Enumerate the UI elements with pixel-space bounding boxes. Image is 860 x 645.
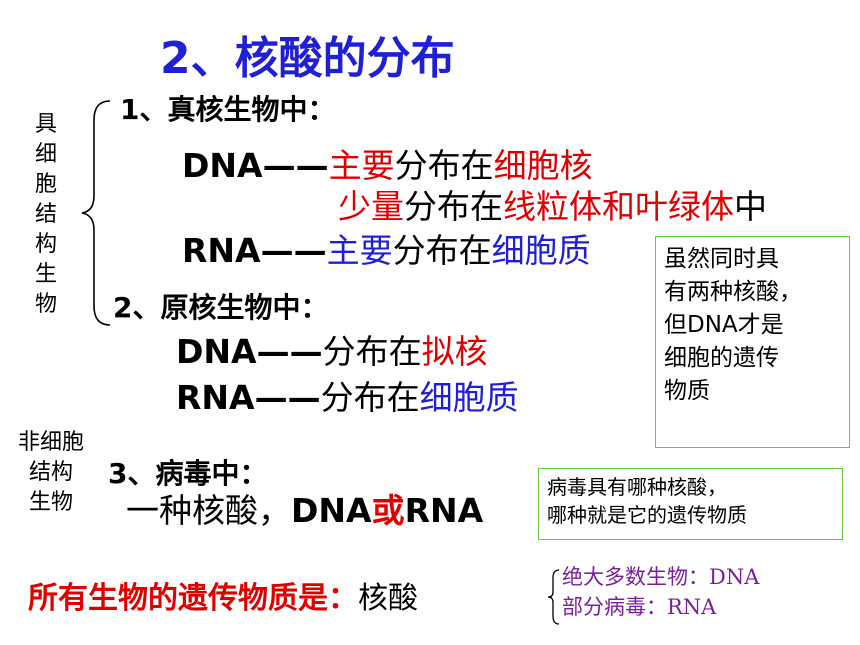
text: 分布在 xyxy=(394,146,494,185)
highlight-cytoplasm: 细胞质 xyxy=(419,378,519,417)
text: 分布在 xyxy=(404,187,503,226)
dna-term: DNA xyxy=(291,491,372,530)
rna-term: RNA xyxy=(404,491,484,530)
virus-heading: 3、病毒中： xyxy=(108,457,268,490)
eukaryote-heading: 1、真核生物中： xyxy=(120,93,336,126)
small-brace-icon xyxy=(547,569,560,625)
highlight-minor: 少量 xyxy=(338,187,404,226)
highlight-cytoplasm: 细胞质 xyxy=(491,231,591,270)
dash: —— xyxy=(262,146,329,185)
or-text: 或 xyxy=(371,491,405,530)
note-cellular: 虽然同时具 有两种核酸， 但DNA才是 细胞的遗传 物质 xyxy=(655,236,850,448)
conclusion-value: 核酸 xyxy=(358,581,418,616)
rna-term: RNA xyxy=(176,378,255,417)
dna-term: DNA xyxy=(182,146,263,185)
cellular-organisms-label: 具细胞结构生物 xyxy=(34,112,57,317)
left-brace-icon xyxy=(81,100,111,326)
dash: —— xyxy=(260,231,327,270)
note-virus: 病毒具有哪种核酸， 哪种就是它的遗传物质 xyxy=(538,468,843,540)
highlight-nucleoid: 拟核 xyxy=(421,332,488,371)
text: 分布在 xyxy=(322,332,422,371)
eukaryote-dna-line: DNA——主要分布在细胞核 xyxy=(182,147,593,185)
virus-line: 一种核酸，DNA或RNA xyxy=(126,492,483,530)
rna-term: RNA xyxy=(182,231,261,270)
dash: —— xyxy=(256,332,323,371)
dna-term: DNA xyxy=(176,332,257,371)
page-title: 2、核酸的分布 xyxy=(160,33,455,84)
text: 分布在 xyxy=(320,378,420,417)
highlight-organelles: 线粒体和叶绿体 xyxy=(503,187,734,226)
non-cellular-organisms-label: 非细胞 结构 生物 xyxy=(18,430,85,515)
genetic-material-list: 绝大多数生物：DNA 部分病毒：RNA xyxy=(562,565,760,619)
conclusion-line: 所有生物的遗传物质是：核酸 xyxy=(28,573,418,617)
highlight-main: 主要 xyxy=(328,146,395,185)
dash: —— xyxy=(254,378,321,417)
highlight-nucleus: 细胞核 xyxy=(493,146,593,185)
text: 中 xyxy=(734,187,767,226)
text: 一种核酸， xyxy=(126,491,291,530)
prokaryote-heading: 2、原核生物中： xyxy=(113,291,329,324)
text: 分布在 xyxy=(392,231,492,270)
conclusion-label: 所有生物的遗传物质是： xyxy=(28,581,358,616)
eukaryote-rna-line: RNA——主要分布在细胞质 xyxy=(182,232,591,270)
eukaryote-dna-line-2: 少量分布在线粒体和叶绿体中 xyxy=(338,188,767,226)
highlight-main: 主要 xyxy=(326,231,393,270)
prokaryote-dna-line: DNA——分布在拟核 xyxy=(176,333,488,371)
prokaryote-rna-line: RNA——分布在细胞质 xyxy=(176,379,519,417)
